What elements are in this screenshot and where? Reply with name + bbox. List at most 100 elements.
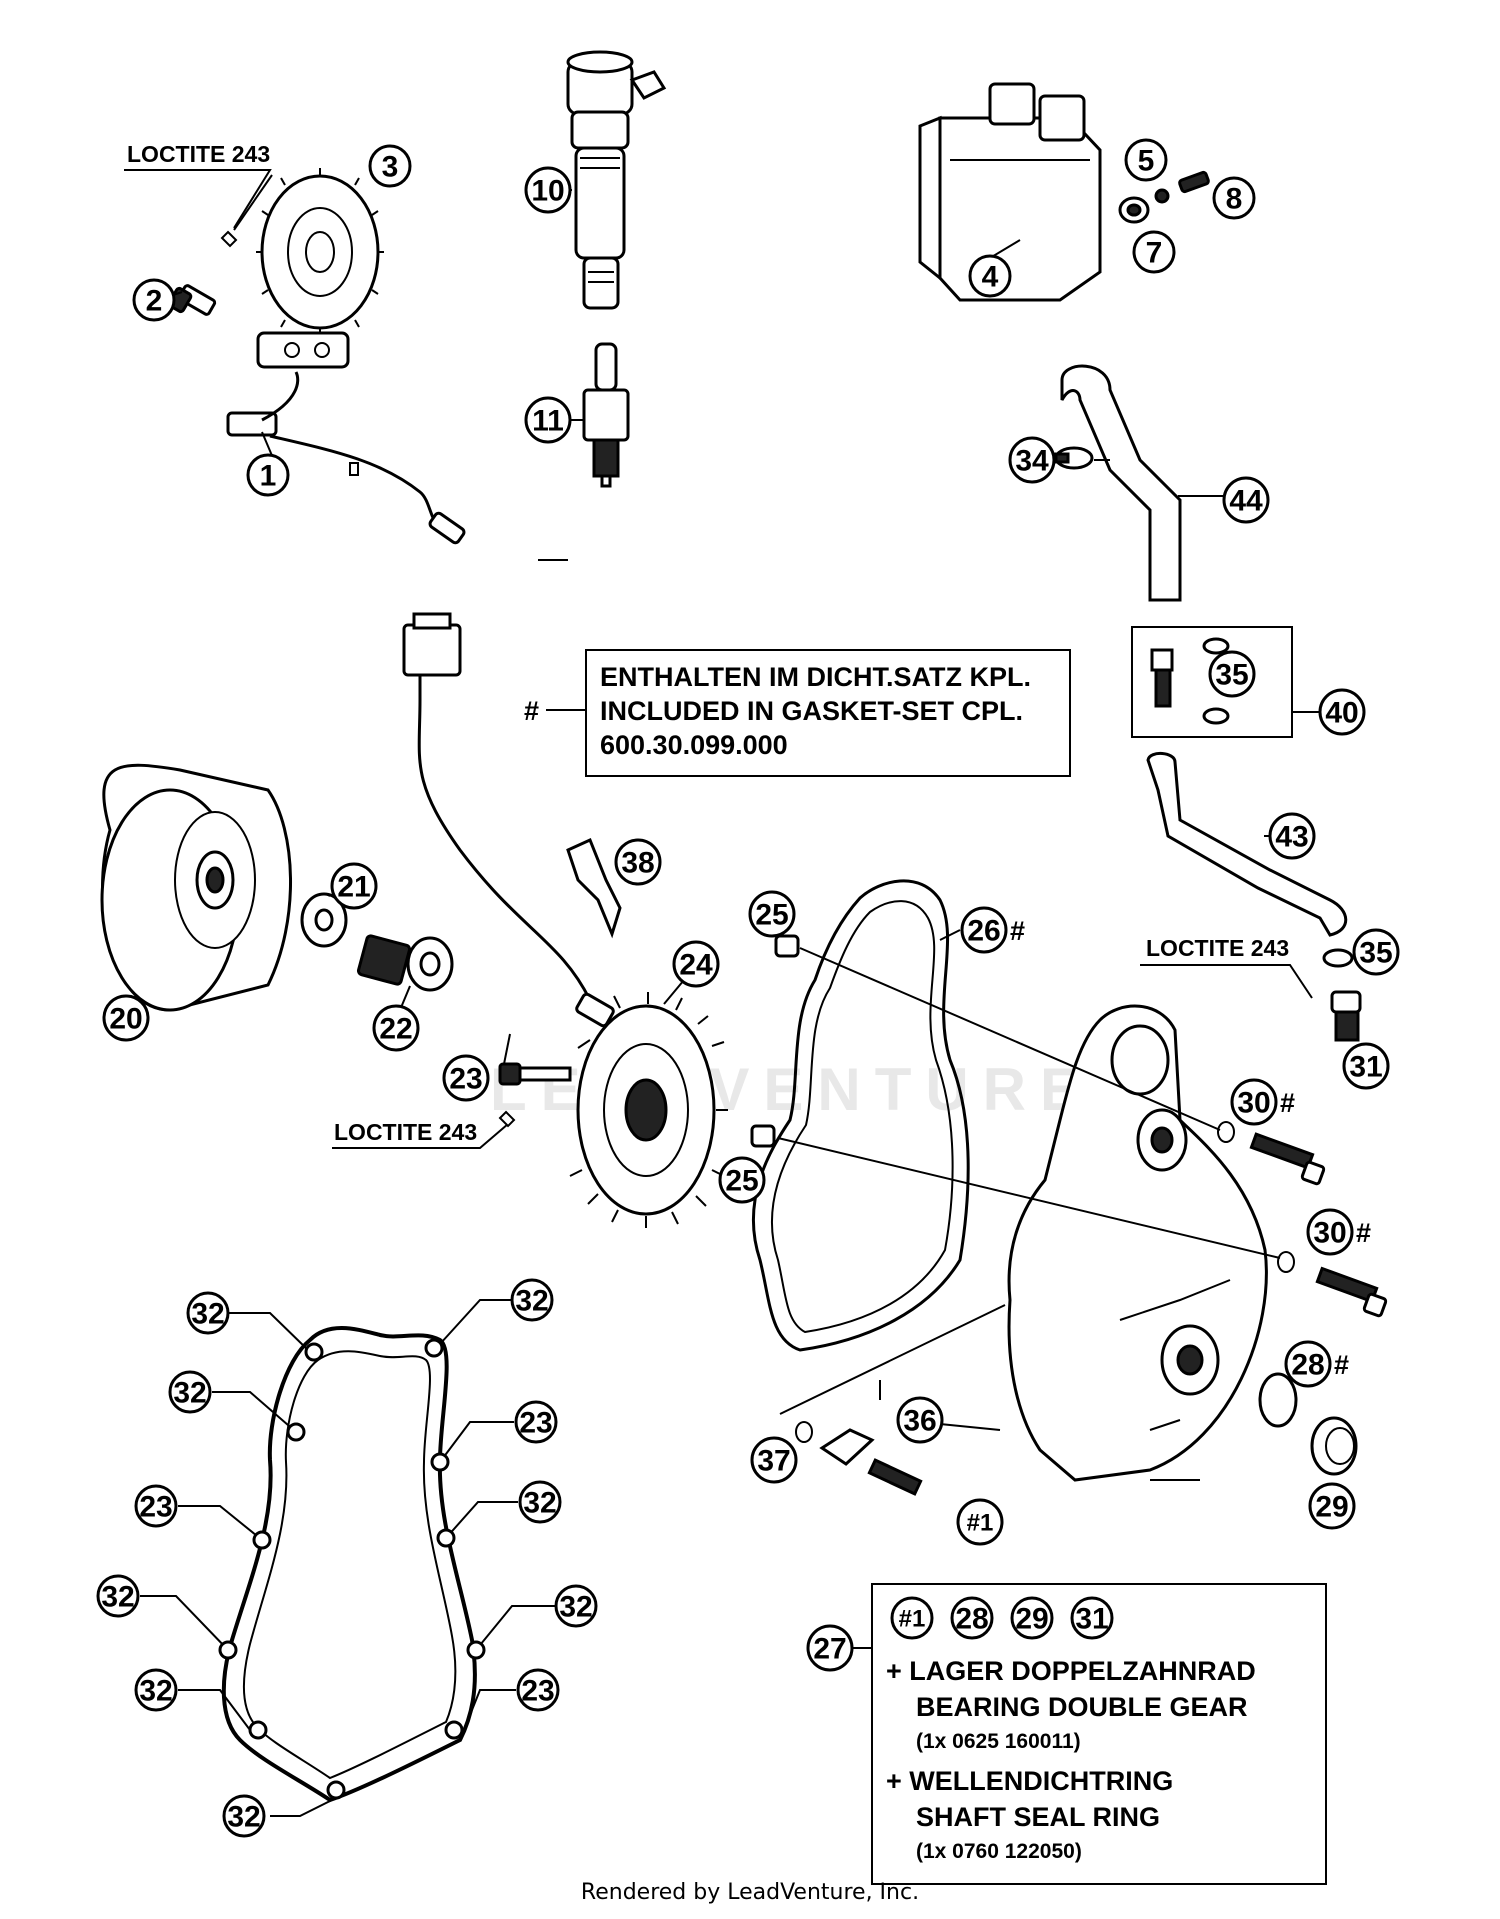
callout-26: 26 — [960, 906, 1008, 954]
callout-24: 24 — [672, 940, 720, 988]
callout-36: 36 — [896, 1396, 944, 1444]
callout-37: 37 — [750, 1436, 798, 1484]
svg-text:20: 20 — [109, 1003, 142, 1036]
callout-25-upper: 25 — [748, 890, 796, 938]
svg-text:32: 32 — [515, 1285, 548, 1318]
callout-gasket-23-b: 23 — [134, 1484, 178, 1528]
kit-item1-de: + LAGER DOPPELZAHNRAD — [886, 1656, 1256, 1686]
svg-text:44: 44 — [1229, 485, 1263, 518]
callout-21: 21 — [330, 862, 378, 910]
part-36-bolt — [867, 1458, 923, 1496]
kit-badge-31: 31 — [1070, 1596, 1114, 1640]
svg-text:32: 32 — [523, 1487, 556, 1520]
callout-23: 23 — [442, 1054, 490, 1102]
part-22-bolt — [356, 934, 454, 992]
svg-text:29: 29 — [1015, 1603, 1048, 1636]
part-1-pickup-sensor — [226, 371, 466, 545]
callout-7: 7 — [1132, 230, 1176, 274]
part-36-clip — [819, 1428, 875, 1466]
callout-4: 4 — [968, 254, 1012, 298]
part-4-ecu — [918, 82, 1102, 302]
svg-text:23: 23 — [519, 1407, 552, 1440]
callout-gasket-32-a: 32 — [186, 1291, 230, 1335]
part-11-spark-plug — [582, 342, 630, 488]
part-25-dowel-lower — [750, 1124, 776, 1148]
kit-badge-1: #1 — [890, 1596, 934, 1640]
kit-item2-en: SHAFT SEAL RING — [916, 1802, 1160, 1832]
svg-text:22: 22 — [379, 1013, 412, 1046]
svg-text:#1: #1 — [899, 1606, 926, 1633]
part-10-ignition-coil — [566, 50, 667, 310]
callout-38: 38 — [614, 838, 662, 886]
svg-text:29: 29 — [1315, 1491, 1348, 1524]
callout-27: 27 — [806, 1624, 854, 1672]
svg-text:32: 32 — [191, 1298, 224, 1331]
svg-text:#1: #1 — [967, 1510, 994, 1537]
callout-gasket-32-h: 32 — [222, 1794, 266, 1838]
svg-text:30: 30 — [1313, 1217, 1346, 1250]
callout-gasket-32-e: 32 — [96, 1574, 140, 1618]
callout-3: 3 — [368, 144, 412, 188]
part-30-bolt-upper — [1217, 1121, 1326, 1186]
hash-30-lower: # — [1356, 1218, 1371, 1248]
svg-text:23: 23 — [521, 1675, 554, 1708]
gasket-note-box — [585, 649, 1071, 777]
part-23-screw — [498, 1062, 572, 1086]
callout-5: 5 — [1124, 138, 1168, 182]
svg-text:23: 23 — [139, 1491, 172, 1524]
part-3-trigger-wheel — [256, 168, 384, 369]
callout-20: 20 — [102, 994, 150, 1042]
hash-30-upper: # — [1280, 1088, 1295, 1118]
hash-28: # — [1334, 1350, 1349, 1380]
part-26-gasket-inner — [770, 900, 954, 1334]
callout-35-upper: 35 — [1208, 650, 1256, 698]
part-35-seal-ring — [1322, 948, 1354, 968]
callout-2: 2 — [132, 278, 176, 322]
callout-1: 1 — [246, 453, 290, 497]
callout-gasket-32-g: 32 — [134, 1668, 178, 1712]
part-28-o-ring — [1258, 1372, 1298, 1428]
part-29-screw-plug — [1310, 1416, 1358, 1476]
gasket-bolt-holes — [218, 1338, 486, 1800]
part-37-washer — [795, 1421, 813, 1443]
callout-35-lower: 35 — [1352, 928, 1400, 976]
svg-text:27: 27 — [813, 1633, 846, 1666]
part-26-cover-gasket — [751, 879, 970, 1352]
gasket-note-hash: # — [524, 696, 539, 726]
svg-text:3: 3 — [382, 151, 399, 184]
svg-text:8: 8 — [1226, 183, 1243, 216]
part-34-hose-clamp — [1054, 446, 1094, 470]
callout-gasket-23-a: 23 — [514, 1400, 558, 1444]
part-30-bolt-lower — [1277, 1251, 1388, 1318]
callout-gasket-32-d: 32 — [518, 1480, 562, 1524]
callout-gasket-32-f: 32 — [554, 1584, 598, 1628]
svg-text:2: 2 — [146, 285, 163, 318]
callout-gasket-23-c: 23 — [516, 1668, 560, 1712]
svg-text:35: 35 — [1359, 937, 1392, 970]
callout-28: 28 — [1284, 1340, 1332, 1388]
kit-item1-qty: (1x 0625 160011) — [916, 1730, 1081, 1753]
loctite-label-left: LOCTITE 243 — [334, 1119, 477, 1145]
svg-text:26: 26 — [967, 915, 1000, 948]
svg-text:10: 10 — [531, 175, 564, 208]
kit-badge-29: 29 — [1010, 1596, 1054, 1640]
callout-30-lower: 30 — [1306, 1208, 1354, 1256]
kit-item2-qty: (1x 0760 122050) — [916, 1840, 1082, 1863]
svg-text:40: 40 — [1325, 697, 1358, 730]
part-25-dowel-upper — [774, 934, 800, 958]
svg-text:32: 32 — [559, 1591, 592, 1624]
svg-text:23: 23 — [449, 1063, 482, 1096]
callout-8: 8 — [1212, 176, 1256, 220]
loctite-label-right: LOCTITE 243 — [1146, 935, 1289, 961]
engine-case-gasket-inner — [243, 1350, 457, 1780]
part-1-generator-cover — [1007, 1004, 1268, 1482]
svg-text:25: 25 — [725, 1165, 758, 1198]
footer-credit: Rendered by LeadVenture, Inc. — [580, 1880, 920, 1905]
svg-text:4: 4 — [982, 261, 999, 294]
callout-44: 44 — [1222, 476, 1270, 524]
svg-text:21: 21 — [337, 871, 370, 904]
svg-text:35: 35 — [1215, 659, 1248, 692]
svg-text:32: 32 — [227, 1801, 260, 1834]
kit-item2-de: + WELLENDICHTRING — [886, 1766, 1173, 1796]
